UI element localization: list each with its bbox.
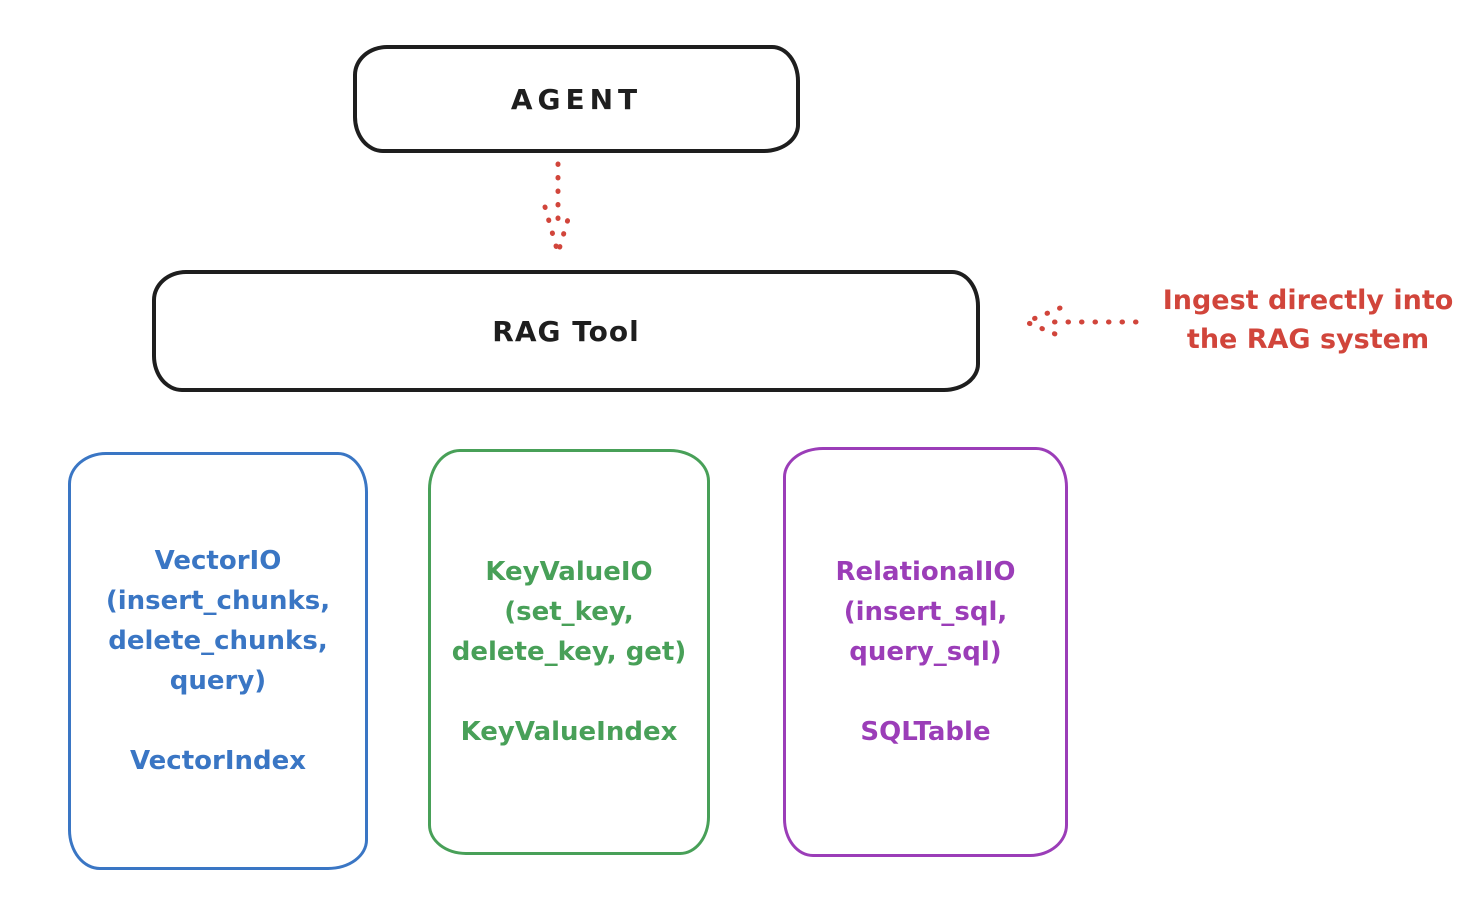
ingest-annotation: Ingest directly into the RAG system xyxy=(1138,281,1478,359)
keyvalue-index-label: KeyValueIndex xyxy=(460,717,678,747)
vector-io-methods-line3: query) xyxy=(169,666,267,696)
agent-label: AGENT xyxy=(510,82,643,116)
vector-index-label: VectorIndex xyxy=(129,746,307,776)
relational-io-methods-line2: query_sql) xyxy=(849,637,1002,667)
vector-io-title: VectorIO xyxy=(154,546,282,576)
keyvalue-io-methods-line1: (set_key, xyxy=(504,597,634,627)
vector-io-node: VectorIO (insert_chunks, delete_chunks, … xyxy=(68,452,368,870)
agent-to-rag-arrow-icon xyxy=(542,161,574,263)
keyvalue-io-node: KeyValueIO (set_key, delete_key, get) Ke… xyxy=(428,449,710,855)
rag-tool-label: RAG Tool xyxy=(492,314,640,348)
ingest-annotation-line2: the RAG system xyxy=(1186,324,1430,355)
agent-node: AGENT xyxy=(353,45,800,153)
keyvalue-io-title: KeyValueIO xyxy=(485,557,653,587)
sql-table-label: SQLTable xyxy=(860,717,991,747)
rag-tool-node: RAG Tool xyxy=(152,270,980,392)
relational-io-node: RelationalIO (insert_sql, query_sql) SQL… xyxy=(783,447,1068,857)
vector-io-methods-line2: delete_chunks, xyxy=(108,626,328,656)
keyvalue-io-methods-line2: delete_key, get) xyxy=(451,637,687,667)
relational-io-title: RelationalIO xyxy=(835,557,1016,587)
ingest-arrow-icon xyxy=(1019,305,1139,339)
relational-io-methods-line1: (insert_sql, xyxy=(843,597,1008,627)
vector-io-methods-line1: (insert_chunks, xyxy=(105,586,331,616)
ingest-annotation-line1: Ingest directly into xyxy=(1162,285,1454,316)
